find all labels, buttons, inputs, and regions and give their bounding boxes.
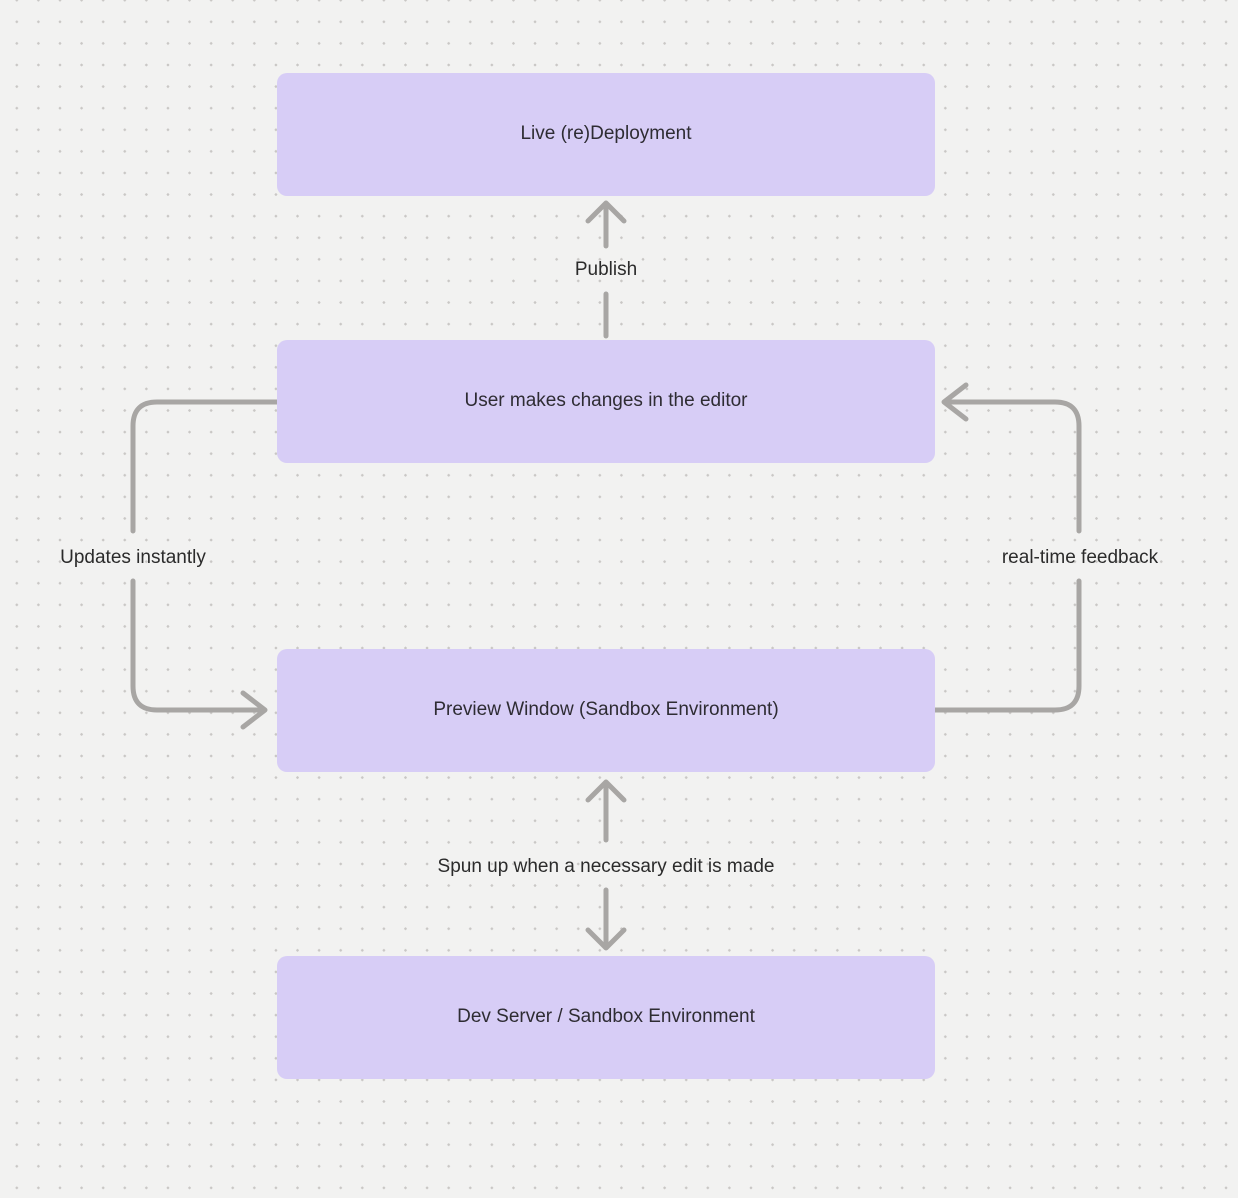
node-preview-window-label: Preview Window (Sandbox Environment) [433,699,779,721]
node-live-redeployment: Live (re)Deployment [277,73,935,196]
feedback-loop-lower [932,578,1082,713]
edge-label-updates-instantly: Updates instantly [60,547,206,568]
updates-loop-arrow-head [240,690,268,730]
updates-loop-upper [130,399,280,534]
edge-label-realtime-feedback: real-time feedback [1001,547,1159,568]
node-dev-server: Dev Server / Sandbox Environment [277,956,935,1079]
node-user-editor-label: User makes changes in the editor [464,390,748,412]
feedback-loop-upper [945,399,1082,534]
node-preview-window: Preview Window (Sandbox Environment) [277,649,935,772]
edge-label-spun-up: Spun up when a necessary edit is made [437,856,775,877]
node-live-redeployment-label: Live (re)Deployment [520,123,692,145]
spunup-down-arrow-head [585,927,627,951]
node-dev-server-label: Dev Server / Sandbox Environment [457,1006,755,1028]
feedback-loop-arrow-head [941,382,969,422]
edge-label-publish: Publish [574,259,638,280]
updates-loop-lower [130,578,263,713]
node-user-editor: User makes changes in the editor [277,340,935,463]
publish-arrow-head [585,200,627,224]
spunup-up-arrow-head [585,779,627,803]
